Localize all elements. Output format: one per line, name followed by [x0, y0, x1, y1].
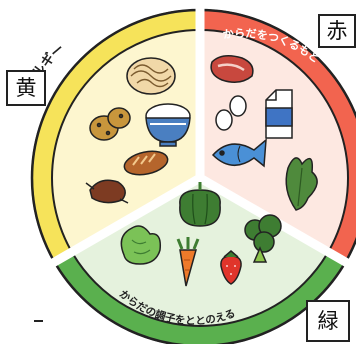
stray-mark [34, 320, 43, 322]
lettuce-icon [120, 225, 162, 265]
green-group-label: 緑 [306, 300, 350, 342]
sweet-potato-icon [85, 179, 129, 204]
potatoes-icon [89, 107, 131, 141]
pasta-noodles-icon [126, 57, 176, 95]
seaweed-icon [285, 157, 318, 211]
red-group-label: 赤 [318, 14, 356, 48]
milk-carton-icon [265, 89, 293, 139]
strawberry-icon [220, 250, 242, 285]
eggs-icon [215, 95, 247, 131]
bread-icon [123, 150, 169, 176]
carrot-icon [176, 237, 200, 287]
rice-bowl-icon [145, 103, 191, 147]
green-pepper-icon [179, 182, 221, 227]
fish-icon [211, 138, 267, 168]
yellow-group-label: 黄 [6, 70, 46, 106]
meat-icon [210, 55, 254, 83]
broccoli-icon [244, 214, 282, 263]
